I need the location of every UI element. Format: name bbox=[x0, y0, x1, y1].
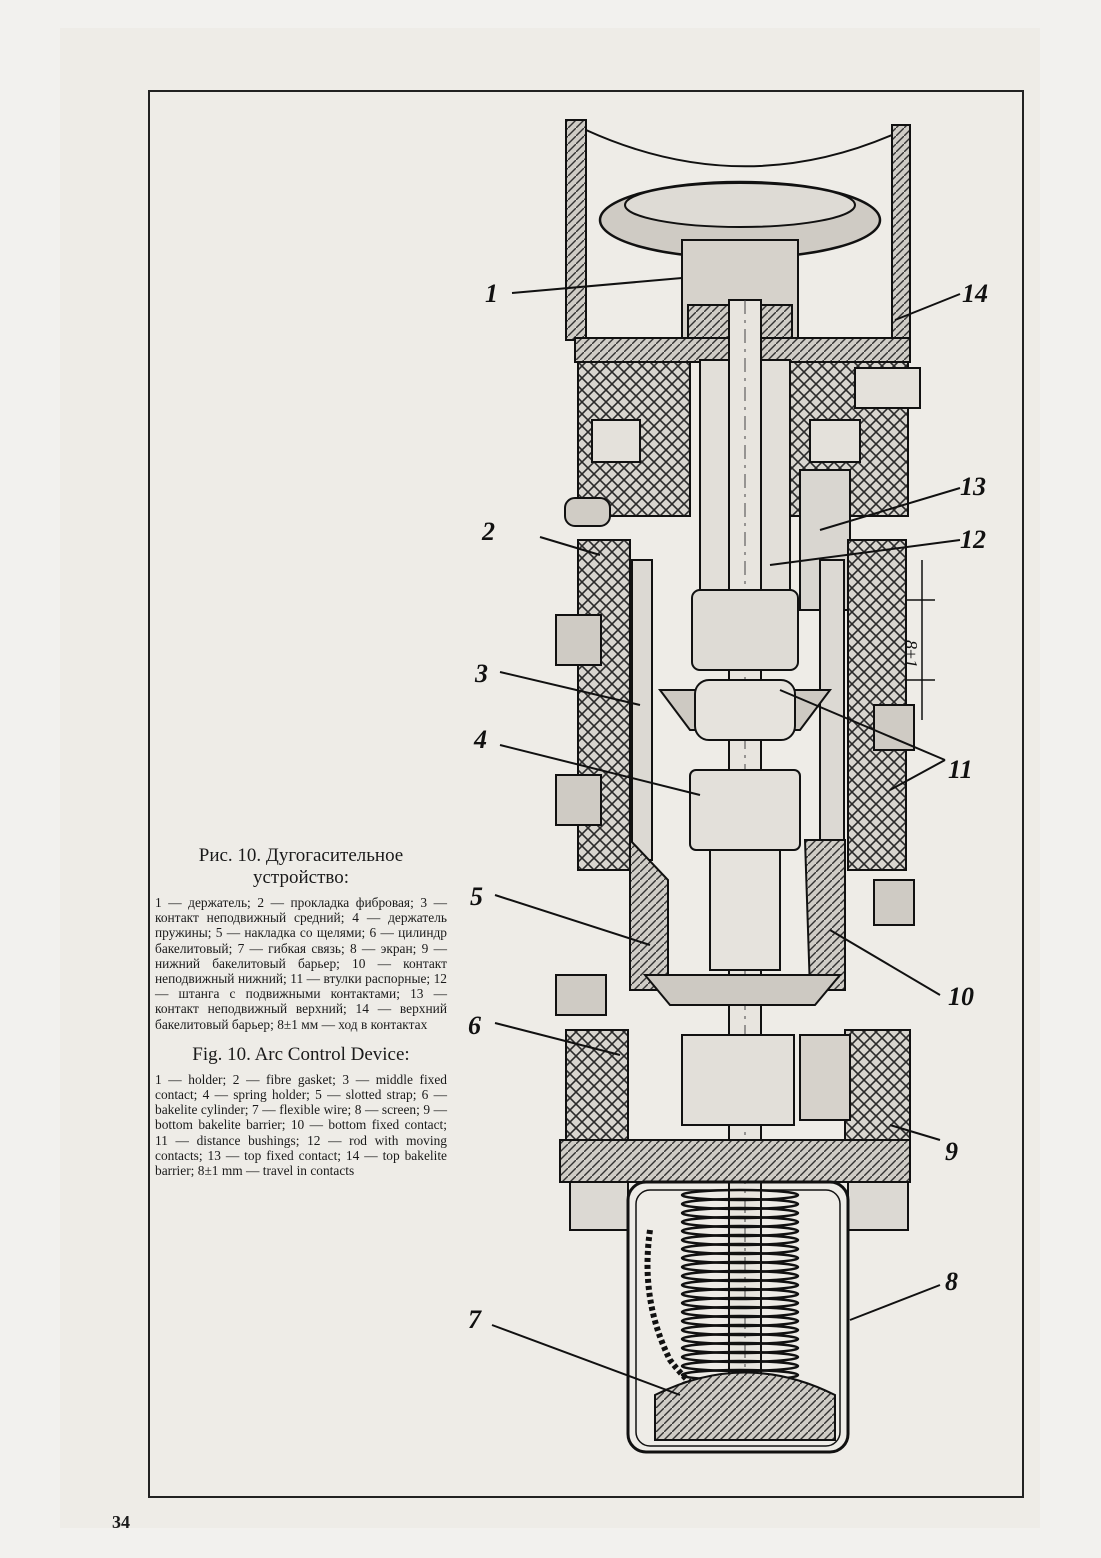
middle-contact-assembly bbox=[658, 589, 832, 851]
figure-frame bbox=[148, 90, 1024, 1498]
callout-6: 6 bbox=[468, 1011, 481, 1040]
callout-5: 5 bbox=[470, 882, 483, 911]
bottom-cap bbox=[654, 1371, 836, 1441]
middle-bakelite-cylinder bbox=[555, 539, 915, 926]
dimension-label: 8±1 bbox=[901, 640, 921, 668]
callout-4: 4 bbox=[473, 725, 487, 754]
travel-dimension bbox=[905, 560, 935, 720]
leader-lines bbox=[491, 277, 961, 1396]
caption-ru-title: Рис. 10. Дугогасительное устройство: bbox=[198, 845, 404, 888]
callout-14: 14 bbox=[962, 279, 988, 308]
caption-en-body: 1 — holder; 2 — fibre gasket; 3 — middle… bbox=[155, 1071, 447, 1179]
figure-caption: Рис. 10. Дугогасительное устройство: 1 —… bbox=[155, 845, 447, 1190]
callout-10: 10 bbox=[948, 982, 974, 1011]
lower-contact-assembly bbox=[555, 837, 846, 1016]
callout-labels: 1 2 3 4 5 6 7 8 9 10 11 12 13 14 8±1 bbox=[468, 279, 988, 1334]
flexible-wire bbox=[644, 1229, 741, 1413]
callout-3: 3 bbox=[474, 659, 488, 688]
callout-7: 7 bbox=[468, 1305, 482, 1334]
callout-9: 9 bbox=[945, 1137, 958, 1166]
caption-ru-body: 1 — держатель; 2 — прокладка фибровая; 3… bbox=[155, 895, 447, 1032]
callout-11: 11 bbox=[948, 755, 973, 784]
callout-2: 2 bbox=[481, 517, 495, 546]
page-number: 34 bbox=[112, 1512, 130, 1532]
callout-8: 8 bbox=[945, 1267, 958, 1296]
callout-13: 13 bbox=[960, 472, 986, 501]
callout-12: 12 bbox=[960, 525, 986, 554]
callout-1: 1 bbox=[485, 279, 498, 308]
spring bbox=[680, 1188, 800, 1391]
caption-en-title: Fig. 10. Arc Control Device: bbox=[192, 1043, 410, 1065]
